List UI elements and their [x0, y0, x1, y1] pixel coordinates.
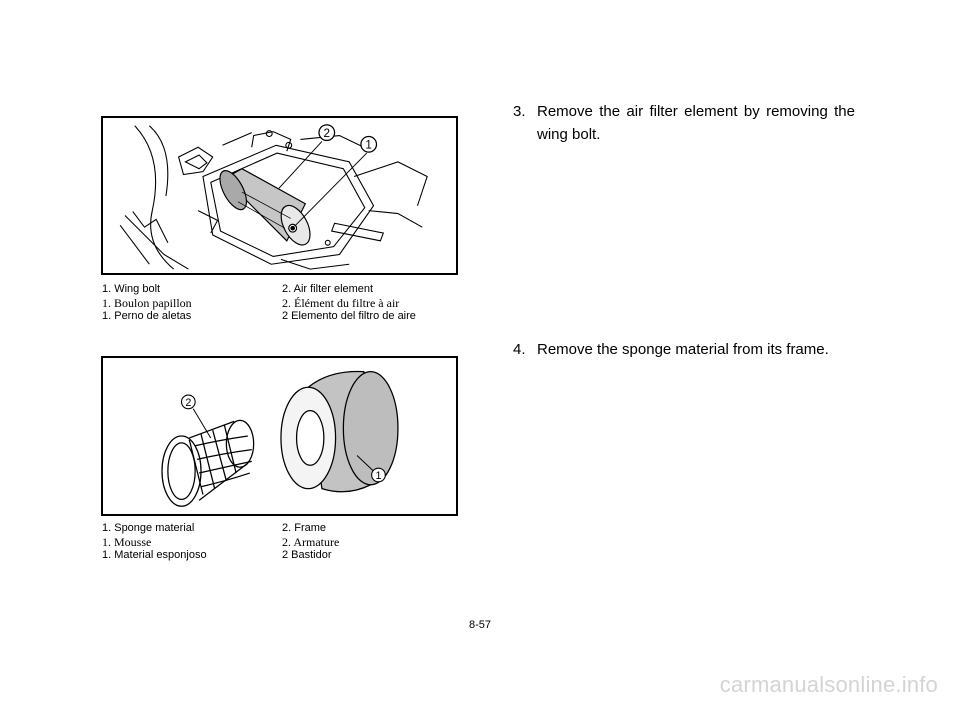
figure-sponge-and-frame: 2 1	[101, 356, 458, 516]
page-number: 8-57	[468, 619, 492, 631]
callout-2: 2	[185, 397, 191, 409]
caption-item-bastidor: 2 Bastidor	[282, 549, 332, 561]
caption-item-armature: 2. Armature	[282, 534, 340, 549]
caption-item-mousse: 1. Mousse	[102, 534, 152, 549]
sponge-frame-illustration: 2 1	[161, 370, 399, 507]
caption-item-perno-de-aletas: 1. Perno de aletas	[102, 310, 192, 322]
step-text: Remove the sponge material from its fram…	[537, 341, 829, 358]
step-number: 3.	[513, 103, 526, 120]
caption-spanish-row: 1. Perno de aletas 2 Elemento del filtro…	[102, 310, 462, 324]
step-number: 4.	[513, 341, 526, 358]
callout-2: 2	[324, 127, 331, 140]
figure1-caption: 1. Wing bolt 2. Air filter element 1. Bo…	[102, 283, 462, 324]
caption-item-air-filter-element: 2. Air filter element	[282, 283, 374, 295]
caption-item-material-esponjoso: 1. Material esponjoso	[102, 549, 207, 561]
step-text: Remove the air filter element by removin…	[537, 103, 855, 143]
caption-spanish-row: 1. Material esponjoso 2 Bastidor	[102, 549, 462, 563]
caption-item-frame: 2. Frame	[282, 522, 327, 534]
air-filter-housing-illustration: 2 1	[119, 124, 428, 270]
caption-item-elemento-filtro: 2 Elemento del filtro de aire	[282, 310, 416, 322]
caption-english-row: 1. Wing bolt 2. Air filter element	[102, 283, 462, 297]
figure2-caption: 1. Sponge material 2. Frame 1. Mousse 2.…	[102, 522, 462, 563]
caption-item-wing-bolt: 1. Wing bolt	[102, 283, 161, 295]
caption-item-sponge-material: 1. Sponge material	[102, 522, 195, 534]
caption-french-row: 1. Mousse 2. Armature	[102, 534, 462, 550]
callout-1: 1	[375, 470, 381, 482]
caption-item-boulon-papillon: 1. Boulon papillon	[102, 295, 192, 310]
caption-french-row: 1. Boulon papillon 2. Élément du filtre …	[102, 295, 462, 311]
figure-air-filter-housing: 2 1	[101, 116, 458, 275]
caption-item-element-filtre: 2. Élément du filtre à air	[282, 295, 400, 310]
step-3: 3. Remove the air filter element by remo…	[513, 100, 855, 150]
caption-english-row: 1. Sponge material 2. Frame	[102, 522, 462, 536]
callout-1: 1	[365, 139, 372, 152]
watermark: carmanualsonline.info	[719, 672, 938, 697]
step-4: 4. Remove the sponge material from its f…	[513, 338, 855, 388]
